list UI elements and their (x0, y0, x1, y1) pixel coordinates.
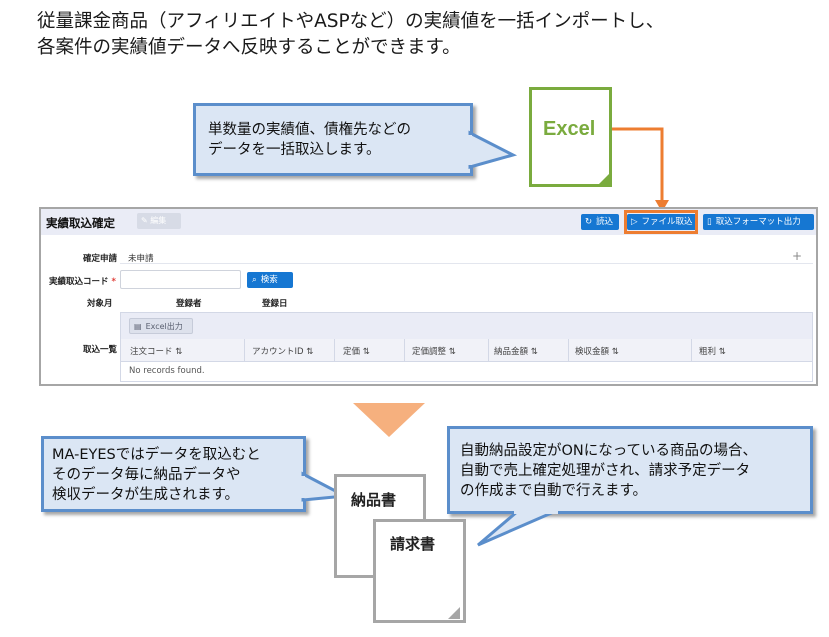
spreadsheet-icon: ▤ (134, 322, 142, 331)
left-callout-line-1: MA-EYESではデータを取込むと (52, 447, 261, 463)
reload-label: 読込 (596, 217, 614, 227)
top-callout-line-2: データを一括取込します。 (208, 142, 381, 158)
edit-label: 編集 (150, 216, 167, 225)
excel-to-import-arrow (612, 127, 669, 212)
register-date-label: 登録日 (262, 299, 288, 309)
list-label: 取込一覧 (83, 345, 118, 355)
column-delivery-amount[interactable]: 納品金額 ⇅ (494, 347, 538, 357)
left-callout-line-2: そのデータ毎に納品データや (52, 467, 241, 483)
invoice-document (373, 519, 466, 623)
file-import-highlight (624, 210, 698, 234)
search-label: 検索 (260, 275, 278, 285)
column-inspection-amount[interactable]: 検収金額 ⇅ (575, 347, 619, 357)
empty-message: No records found. (129, 366, 205, 376)
document-icon: ▯ (707, 217, 712, 227)
confirm-value: 未申請 (128, 254, 154, 264)
divider (120, 263, 813, 264)
column-divider (334, 339, 335, 361)
excel-label: Excel (543, 118, 596, 140)
right-callout-line-1: 自動納品設定がONになっている商品の場合、 (460, 443, 758, 459)
play-icon: ▷ (631, 217, 638, 227)
delivery-note-label: 納品書 (351, 491, 397, 509)
format-output-button[interactable]: ▯取込フォーマット出力 (703, 214, 814, 230)
code-label: 実績取込コード* (49, 275, 116, 287)
headline: 従量課金商品（アフィリエイトやASPなど）の実績値を一括インポートし、 各案件の… (37, 9, 664, 61)
app-panel: 実績取込確定 ✎ 編集 ↻読込 ▷ファイル取込 ▯取込フォーマット出力 確定申請… (39, 207, 818, 386)
top-callout-line-1: 単数量の実績値、債権先などの (208, 122, 411, 138)
headline-line-2: 各案件の実績値データへ反映することができます。 (37, 37, 461, 58)
excel-export-label: Excel出力 (145, 322, 183, 331)
import-grid: ▤Excel出力 注文コード ⇅ アカウントID ⇅ 定価 ⇅ 定価調整 ⇅ 納… (120, 312, 813, 382)
reload-icon: ↻ (585, 217, 593, 227)
column-account-id[interactable]: アカウントID ⇅ (252, 347, 314, 357)
format-output-label: 取込フォーマット出力 (715, 217, 801, 227)
grid-toolbar (121, 313, 812, 339)
page-title: 実績取込確定 (46, 216, 115, 230)
column-divider (404, 339, 405, 361)
left-callout: MA-EYESではデータを取込むと そのデータ毎に納品データや 検収データが生成… (41, 436, 306, 512)
invoice-label: 請求書 (390, 535, 436, 553)
grid-header: 注文コード ⇅ アカウントID ⇅ 定価 ⇅ 定価調整 ⇅ 納品金額 ⇅ 検収金… (121, 339, 812, 362)
excel-export-button[interactable]: ▤Excel出力 (129, 318, 193, 334)
column-gross-profit[interactable]: 粗利 ⇅ (699, 347, 726, 357)
excel-file-fold-icon (598, 173, 610, 185)
column-divider (568, 339, 569, 361)
file-import-label: ファイル取込 (641, 217, 693, 227)
expand-plus-icon[interactable]: + (792, 249, 803, 263)
required-mark: * (111, 277, 116, 287)
right-callout-line-2: 自動で売上確定処理がされ、請求予定データ (460, 463, 751, 479)
edit-button[interactable]: ✎ 編集 (137, 213, 181, 229)
code-label-text: 実績取込コード (49, 277, 109, 287)
file-import-button[interactable]: ▷ファイル取込 (627, 214, 697, 230)
top-callout-tail (468, 130, 518, 169)
excel-file-card (529, 87, 612, 187)
right-callout-line-3: の作成まで自動で行えます。 (460, 483, 648, 499)
top-callout: 単数量の実績値、債権先などの データを一括取込します。 (193, 103, 473, 176)
column-divider (488, 339, 489, 361)
column-list-price[interactable]: 定価 ⇅ (343, 347, 370, 357)
left-callout-line-3: 検収データが生成されます。 (52, 487, 240, 503)
target-month-label: 対象月 (87, 299, 113, 309)
column-divider (691, 339, 692, 361)
headline-line-1: 従量課金商品（アフィリエイトやASPなど）の実績値を一括インポートし、 (37, 11, 665, 32)
invoice-fold-icon (448, 607, 460, 619)
reload-button[interactable]: ↻読込 (581, 214, 619, 230)
flow-down-arrow (353, 403, 425, 437)
right-callout: 自動納品設定がONになっている商品の場合、 自動で売上確定処理がされ、請求予定デ… (447, 426, 813, 514)
registrant-label: 登録者 (176, 299, 202, 309)
code-input[interactable] (120, 270, 241, 289)
search-icon: ⌕ (252, 275, 257, 285)
confirm-label: 確定申請 (83, 254, 118, 264)
column-order-code[interactable]: 注文コード ⇅ (130, 347, 183, 357)
right-callout-tail (477, 509, 558, 547)
pencil-icon: ✎ (141, 216, 148, 225)
column-divider (244, 339, 245, 361)
search-button[interactable]: ⌕検索 (247, 272, 293, 288)
column-price-adjust[interactable]: 定価調整 ⇅ (412, 347, 456, 357)
